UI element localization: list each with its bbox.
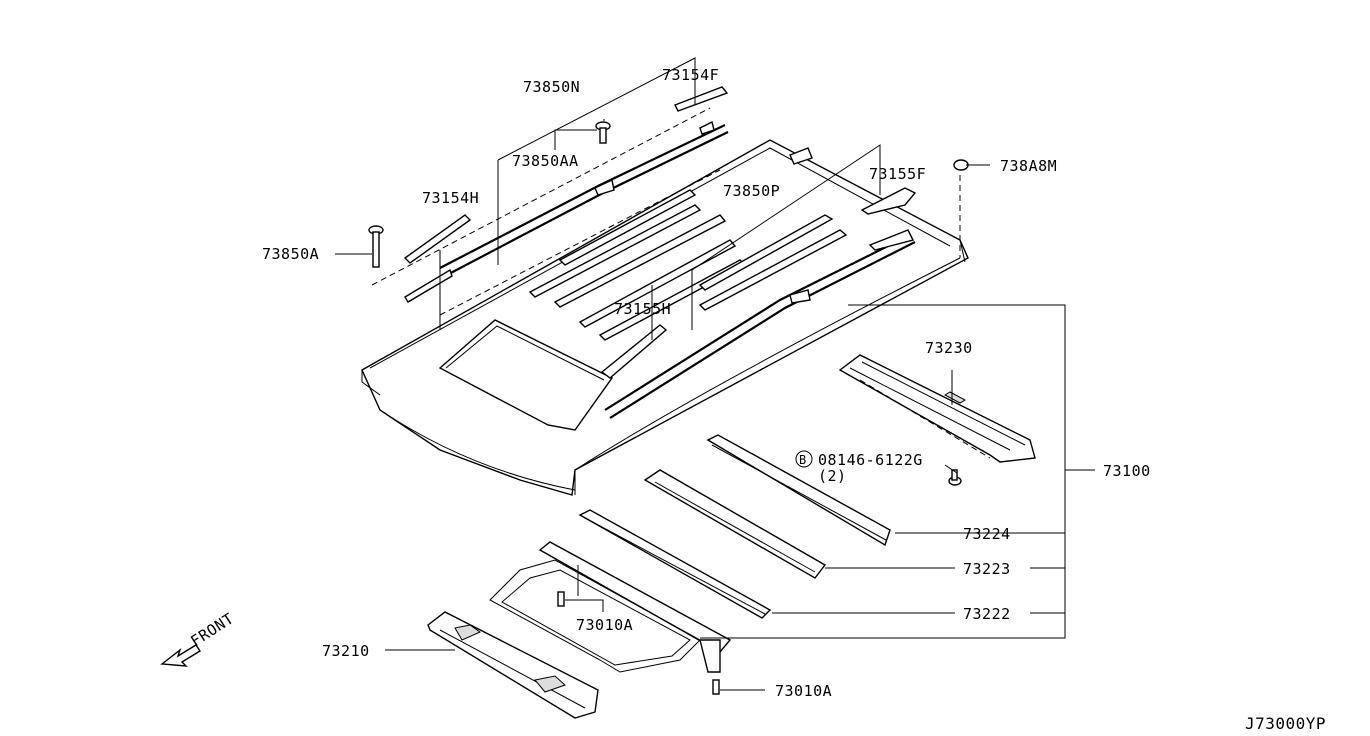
bolt-08146 xyxy=(948,469,962,486)
label-73850P: 73850P xyxy=(723,182,780,200)
end-cover-73155F xyxy=(860,187,917,215)
label-08146-qty: (2) xyxy=(818,467,847,485)
roof-rail-right xyxy=(604,229,916,419)
label-73010A-bottom: 73010A xyxy=(775,682,832,700)
label-08146-badge: B xyxy=(799,453,807,467)
callout-08146: B 08146-6122G (2) xyxy=(795,450,923,485)
label-73850A: 73850A xyxy=(262,245,319,263)
end-cover-73154F xyxy=(674,86,729,112)
label-73230: 73230 xyxy=(925,339,973,357)
label-73010A-top: 73010A xyxy=(576,616,633,634)
roof-panel xyxy=(361,139,969,496)
front-header-73210 xyxy=(427,611,599,719)
rear-bow-73230 xyxy=(838,354,1036,463)
bolt-73850AA xyxy=(595,121,611,144)
label-73210: 73210 xyxy=(322,642,370,660)
sunroof-frame xyxy=(489,541,732,673)
roof-bow-73222 xyxy=(578,509,772,619)
label-73850N: 73850N xyxy=(523,78,580,96)
label-73100: 73100 xyxy=(1103,462,1151,480)
roof-bow-73224 xyxy=(706,434,891,547)
bolt-73010A-top xyxy=(557,591,565,607)
end-cover-73155H xyxy=(600,324,668,379)
bolt-73010A-bottom xyxy=(712,679,720,695)
label-73155F: 73155F xyxy=(869,165,926,183)
label-73154F: 73154F xyxy=(662,66,719,84)
label-73224: 73224 xyxy=(963,525,1011,543)
label-73154H: 73154H xyxy=(422,189,479,207)
label-73850AA: 73850AA xyxy=(512,152,579,170)
diagram-code: J73000YP xyxy=(1245,714,1326,733)
label-08146: 08146-6122G xyxy=(818,451,923,469)
front-arrow-icon xyxy=(160,644,201,667)
roof-bow-73223 xyxy=(643,469,827,579)
front-label: FRONT xyxy=(187,609,237,650)
clip-738A8M xyxy=(953,159,969,171)
label-73223: 73223 xyxy=(963,560,1011,578)
end-cover-73154H xyxy=(403,214,472,264)
leader-lines xyxy=(335,57,1095,691)
bolt-73850A xyxy=(368,225,384,268)
label-73222: 73222 xyxy=(963,605,1011,623)
label-738A8M: 738A8M xyxy=(1000,157,1057,175)
label-73155H: 73155H xyxy=(614,300,671,318)
